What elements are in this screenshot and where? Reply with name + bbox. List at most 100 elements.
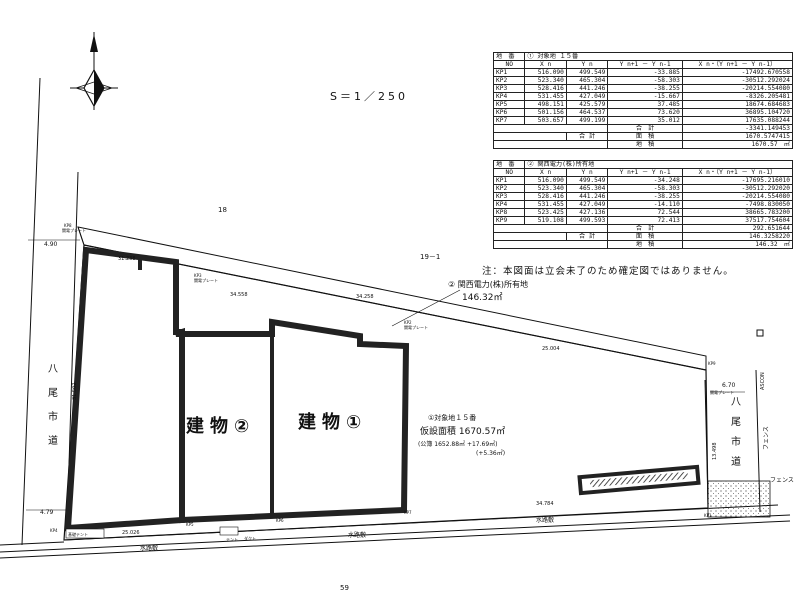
chiseki-label: 地 積 [607, 140, 683, 149]
kp-label: KP9 [708, 361, 716, 366]
table-header: NO [492, 168, 526, 177]
kansai-area: 146.32㎡ [462, 292, 503, 303]
table-cell: 464.537 [565, 108, 609, 117]
table-cell: 528.416 [524, 84, 567, 93]
table-cell: 499.549 [565, 176, 609, 185]
kp-label: KP1 [704, 513, 712, 518]
table-cell: KP1 [492, 68, 526, 77]
dim-h: 31.502 [72, 383, 78, 401]
table-cell: -14.110 [607, 200, 683, 209]
asphalt-label: ASCON [760, 372, 766, 390]
table-cell: -17492.670558 [681, 68, 794, 77]
table-cell: -17695.216010 [681, 176, 794, 185]
dim-g: 13.498 [712, 443, 718, 461]
table-cell: -58.303 [607, 76, 683, 85]
width-top: 4.90 [44, 241, 58, 248]
kp-label: KP6 [276, 518, 284, 523]
lot-18-label: 18 [218, 206, 227, 214]
area-title: ①対象地１５番 [428, 413, 476, 422]
kiso-tent-label: 基礎テント [68, 531, 88, 537]
width-right: 6.70 [722, 382, 736, 389]
road-right-label: 八尾市道 [731, 397, 741, 468]
table-caption-left: 地 番 [492, 52, 526, 61]
plate-label: 関電プレート [62, 227, 86, 233]
table-cell: KP7 [492, 116, 526, 125]
table-cell: 37517.754604 [681, 216, 794, 225]
disclaimer-note: 注：本図面は立会未了のため確定図ではありません。 [482, 266, 734, 277]
table-cell: 499.593 [565, 216, 609, 225]
table-header: Y n [565, 60, 609, 69]
table-cell: 523.340 [524, 184, 567, 193]
kp-label: KP4 [50, 528, 58, 533]
table-cell: -20214.554080 [681, 192, 794, 201]
table-header: X n・（Y n+1 － Y n-1） [681, 168, 794, 177]
table-cell: KP5 [492, 100, 526, 109]
building-2-outline [64, 246, 185, 532]
table-cell: 427.049 [565, 200, 609, 209]
tent-label: テント [226, 536, 238, 542]
north-arrow-icon [70, 32, 118, 110]
table-cell: 465.304 [565, 76, 609, 85]
area-sub1: (公簿 1652.88㎡ +17.69㎡) [418, 440, 498, 448]
table-cell: -30512.292020 [681, 184, 794, 193]
chiseki-label: 地 積 [607, 240, 683, 249]
area-label: 面 積 [607, 232, 683, 241]
water-label-3: 水路敷 [536, 516, 554, 524]
table-cell: 531.455 [524, 200, 567, 209]
table-header: Y n [565, 168, 609, 177]
table-cell: 441.246 [565, 192, 609, 201]
table-header: Y n+1 － Y n-1 [607, 60, 683, 69]
table-caption-left: 地 番 [492, 160, 526, 169]
chiseki-value: 1670.57 ㎡ [681, 140, 794, 149]
chiseki-value: 146.32 ㎡ [681, 240, 794, 249]
plate-label: 関電プレート [710, 389, 734, 395]
table-header: X n・（Y n+1 － Y n-1） [681, 60, 794, 69]
table-cell: 531.455 [524, 92, 567, 101]
table-cell: 36895.104720 [681, 108, 794, 117]
table-cell: KP2 [492, 184, 526, 193]
lot-19-1-label: 19－1 [420, 253, 440, 261]
area-label: 面 積 [607, 132, 683, 141]
dim-b: 34.258 [356, 294, 374, 300]
table-cell: 425.579 [565, 100, 609, 109]
building-1-label: 建物① [298, 411, 367, 433]
table-cell: 523.340 [524, 76, 567, 85]
plate-label: 関電プレート [194, 277, 218, 283]
building-2-label: 建物② [186, 415, 255, 437]
table-header: X n [524, 168, 567, 177]
dim-a: 34.558 [230, 292, 248, 298]
sum-value: -3341.149453 [681, 124, 794, 133]
table-cell: 17635.088244 [681, 116, 794, 125]
table-cell: 441.246 [565, 84, 609, 93]
duct-label: ダクト [244, 535, 256, 541]
asphalt-patch [707, 480, 771, 518]
area-value: 146.3258220 [681, 232, 794, 241]
table-cell: KP8 [492, 208, 526, 217]
table-cell: 516.090 [524, 68, 567, 77]
area-calc-table-2: 地 番 ② 関西電力(株)所有地 NO X n Y n Y n+1 － Y n-… [492, 160, 794, 249]
table-cell: 519.108 [524, 216, 567, 225]
table-caption-right: ① 対象地 １５番 [524, 52, 793, 61]
scale-label: S＝1／250 [330, 90, 408, 103]
table-cell: 499.549 [565, 68, 609, 77]
table-cell: KP4 [492, 200, 526, 209]
road-left-label: 八尾市道 [48, 364, 58, 447]
table-cell: -30512.292024 [681, 76, 794, 85]
plate-label: 関電プレート [404, 324, 428, 330]
table-cell: 72.544 [607, 208, 683, 217]
dim-c: 25.004 [542, 346, 560, 352]
lot-59-label: 59 [340, 584, 349, 592]
table-cell: 427.049 [565, 92, 609, 101]
width-bottom: 4.79 [40, 509, 54, 516]
table-cell: -34.248 [607, 176, 683, 185]
